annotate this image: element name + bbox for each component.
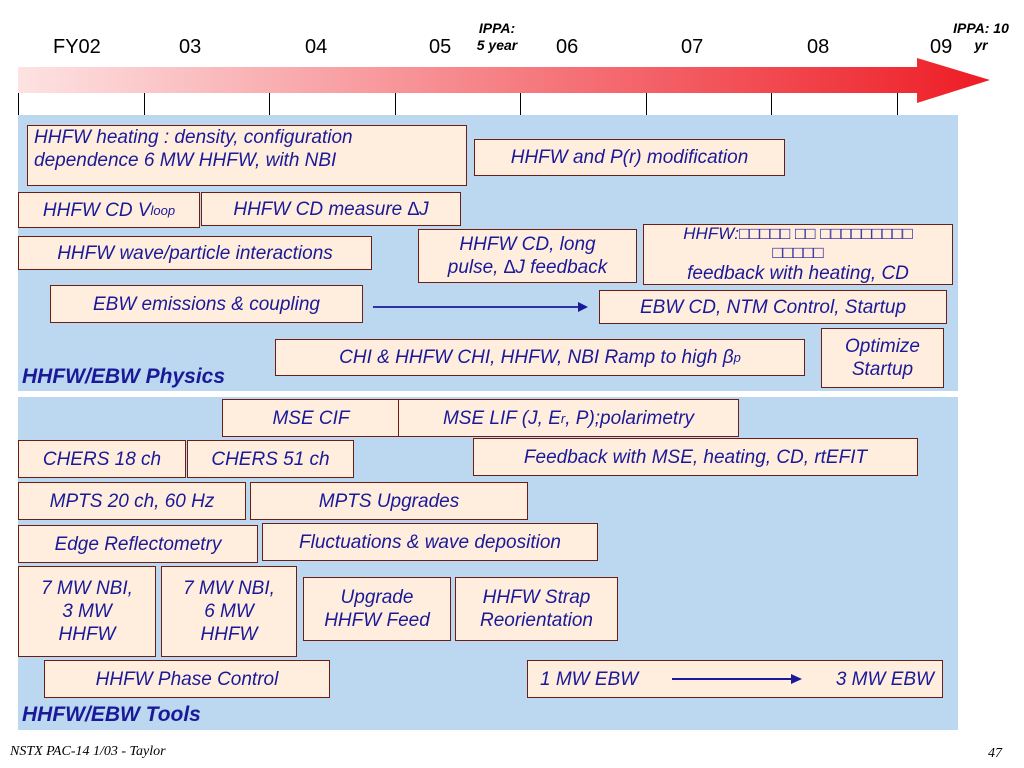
year-fy02: FY02 [53, 36, 101, 58]
ippa-10-line2: yr [974, 37, 988, 53]
chers-51-box: CHERS 51 ch [187, 440, 354, 478]
hhfw-feedback-box: HHFW:□□□□□ □□ □□□□□□□□□ □□□□□ feedback w… [643, 224, 953, 285]
ippa-10-year-label: IPPA: 10 yr [944, 20, 1018, 54]
ebw-cd-ntm-box: EBW CD, NTM Control, Startup [599, 290, 947, 324]
ebw-1mw-text: 1 MW EBW [540, 668, 639, 690]
year-08: 08 [807, 36, 830, 58]
nbi-6mw-line1: 7 MW NBI, [183, 578, 275, 599]
chers-18-box: CHERS 18 ch [18, 440, 186, 478]
tools-section-label: HHFW/EBW Tools [22, 703, 201, 726]
timeline-tick [897, 93, 898, 115]
year-04: 04 [305, 36, 328, 58]
hhfw-heating-line2: dependence 6 MW HHFW, with NBI [34, 150, 337, 171]
nbi-3mw-line3: HHFW [58, 624, 116, 645]
year-05: 05 [429, 36, 452, 58]
hhfw-cd-long-line2: pulse, ∆J feedback [447, 257, 608, 278]
hhfw-strap-box: HHFW Strap Reorientation [455, 577, 618, 641]
nbi-6mw-box: 7 MW NBI, 6 MW HHFW [161, 566, 297, 657]
ippa-5-line2: 5 year [476, 37, 518, 53]
hhfw-cd-vloop-text: HHFW CD V [42, 199, 151, 221]
upgrade-line2: HHFW Feed [324, 610, 430, 631]
chi-hhfw-sub: p [733, 350, 741, 365]
edge-reflectometry-box: Edge Reflectometry [18, 525, 258, 563]
ebw-emissions-box: EBW emissions & coupling [50, 285, 363, 323]
hhfw-heating-box: HHFW heating : density, configuration de… [27, 125, 467, 186]
nbi-3mw-line2: 3 MW [62, 601, 112, 622]
ebw-power-box: 1 MW EBW 3 MW EBW [527, 660, 943, 698]
chi-hhfw-text: CHI & HHFW CHI, HHFW, NBI Ramp to high β [339, 347, 734, 368]
chi-hhfw-box: CHI & HHFW CHI, HHFW, NBI Ramp to high β… [275, 339, 805, 376]
ippa-5-line1: IPPA: [478, 20, 516, 36]
year-09: 09 [930, 36, 953, 58]
optimize-line1: Optimize [845, 336, 920, 357]
year-07: 07 [681, 36, 704, 58]
optimize-line2: Startup [851, 359, 914, 380]
mpts-20-box: MPTS 20 ch, 60 Hz [18, 482, 246, 520]
timeline-arrow-shape [18, 58, 990, 103]
timeline-tick [520, 93, 521, 115]
timeline-tick [144, 93, 145, 115]
ebw-3mw-text: 3 MW EBW [835, 668, 934, 690]
mse-cif-box: MSE CIF [222, 399, 400, 437]
hhfw-phase-control-box: HHFW Phase Control [44, 660, 330, 698]
page-number: 47 [988, 746, 1002, 761]
upgrade-line1: Upgrade [340, 587, 414, 608]
hhfw-feedback-line3: feedback with heating, CD [687, 263, 909, 284]
mse-lif-tail: , P);polarimetry [565, 407, 695, 429]
nbi-6mw-line3: HHFW [200, 624, 258, 645]
nbi-6mw-line2: 6 MW [204, 601, 254, 622]
timeline-tick [395, 93, 396, 115]
hhfw-wave-particle-box: HHFW wave/particle interactions [18, 236, 372, 270]
strap-line2: Reorientation [479, 610, 594, 631]
physics-section-label: HHFW/EBW Physics [22, 365, 226, 388]
hhfw-cd-measure-box: HHFW CD measure ∆J [201, 192, 461, 226]
timeline-tick [646, 93, 647, 115]
hhfw-heating-line1: HHFW heating : density, configuration [34, 127, 353, 148]
hhfw-cd-long-pulse-box: HHFW CD, long pulse, ∆J feedback [418, 229, 637, 283]
upgrade-hhfw-feed-box: Upgrade HHFW Feed [303, 577, 451, 641]
strap-line1: HHFW Strap [482, 587, 591, 608]
mse-lif-sub: r [560, 410, 566, 426]
timeline-tick [269, 93, 270, 115]
ebw-power-arrow [672, 674, 802, 684]
hhfw-feedback-line1: HHFW:□□□□□ □□ □□□□□□□□□ [683, 224, 913, 243]
ippa-10-line1: IPPA: 10 [953, 20, 1009, 36]
hhfw-cd-long-line1: HHFW CD, long [459, 234, 596, 255]
mpts-upgrades-box: MPTS Upgrades [250, 482, 528, 520]
hhfw-cd-vloop-sub: loop [150, 202, 176, 218]
feedback-mse-box: Feedback with MSE, heating, CD, rtEFIT [473, 438, 918, 476]
year-06: 06 [556, 36, 579, 58]
nbi-3mw-box: 7 MW NBI, 3 MW HHFW [18, 566, 156, 657]
ippa-5-year-label: IPPA: 5 year [466, 20, 528, 54]
timeline-tick [18, 93, 19, 115]
timeline-arrow [18, 58, 990, 103]
hhfw-feedback-line2: □□□□□ [772, 243, 824, 262]
mse-lif-text: MSE LIF (J, E [442, 407, 561, 429]
nbi-3mw-line1: 7 MW NBI, [41, 578, 133, 599]
optimize-startup-box: Optimize Startup [821, 328, 944, 388]
timeline-tick [771, 93, 772, 115]
footer-credit: NSTX PAC-14 1/03 - Taylor [10, 744, 166, 759]
hhfw-pr-modification-box: HHFW and P(r) modification [474, 139, 785, 176]
fluctuations-box: Fluctuations & wave deposition [262, 523, 598, 561]
year-03: 03 [179, 36, 202, 58]
